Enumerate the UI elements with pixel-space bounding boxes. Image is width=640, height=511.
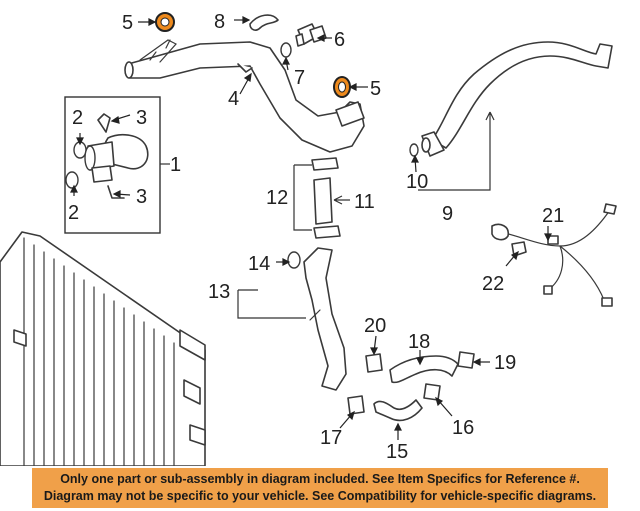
disclaimer-line-1: Only one part or sub-assembly in diagram… — [60, 472, 580, 486]
wiring-harness-21 — [491, 203, 617, 307]
callout-3-bottom: 3 — [136, 186, 147, 208]
callout-7: 7 — [294, 67, 305, 89]
leader-13 — [237, 289, 306, 319]
callout-5-top: 5 — [122, 12, 133, 34]
callout-2-top: 2 — [72, 107, 83, 129]
callout-3-top: 3 — [136, 107, 147, 129]
coolant-pipe-13 — [303, 247, 347, 391]
callout-17: 17 — [320, 427, 342, 449]
hose-15 — [373, 399, 423, 422]
callout-18: 18 — [408, 331, 430, 353]
callout-19: 19 — [494, 352, 516, 374]
callout-20: 20 — [364, 315, 386, 337]
callout-13: 13 — [208, 281, 230, 303]
callout-11: 11 — [354, 191, 375, 213]
o-ring-7 — [280, 42, 292, 58]
radiator-hose-9 — [421, 41, 613, 157]
parts-diagram: 5 8 6 7 5 4 2 3 1 3 2 10 9 12 11 21 14 2… — [0, 11, 617, 466]
fitting-6 — [295, 23, 327, 47]
upper-coolant-pipe — [124, 39, 365, 153]
callout-16: 16 — [452, 417, 474, 439]
callout-14: 14 — [248, 253, 270, 275]
leader-9 — [418, 111, 495, 191]
callout-9: 9 — [442, 203, 453, 225]
clamp-17 — [347, 395, 365, 415]
callout-10: 10 — [406, 171, 428, 193]
callout-21: 21 — [542, 205, 564, 227]
leader-arrows — [70, 16, 552, 440]
o-ring-10 — [409, 143, 419, 157]
callout-5-right: 5 — [370, 78, 381, 100]
clamp-19 — [457, 351, 475, 369]
sensor-22 — [511, 241, 527, 257]
hose-18 — [389, 355, 459, 384]
callout-2-bottom: 2 — [68, 202, 79, 224]
callout-12: 12 — [266, 187, 288, 209]
callout-1: 1 — [170, 154, 181, 176]
clip-8 — [249, 14, 279, 31]
clamp-20 — [365, 353, 383, 373]
callout-8: 8 — [214, 11, 225, 33]
disclaimer-line-2: Diagram may not be specific to your vehi… — [43, 489, 597, 503]
leader-12 — [293, 164, 312, 231]
clamp-12-bottom — [313, 225, 341, 239]
clamp-12-top — [311, 157, 339, 171]
leader-11 — [333, 195, 350, 205]
callout-15: 15 — [386, 441, 408, 463]
callout-4: 4 — [228, 88, 239, 110]
callout-22: 22 — [482, 273, 504, 295]
radiator — [0, 231, 206, 466]
hose-11 — [313, 177, 333, 225]
clamp-16 — [423, 383, 441, 401]
callout-6: 6 — [334, 29, 345, 51]
disclaimer-banner: Only one part or sub-assembly in diagram… — [32, 468, 608, 508]
o-ring-14 — [287, 251, 301, 269]
